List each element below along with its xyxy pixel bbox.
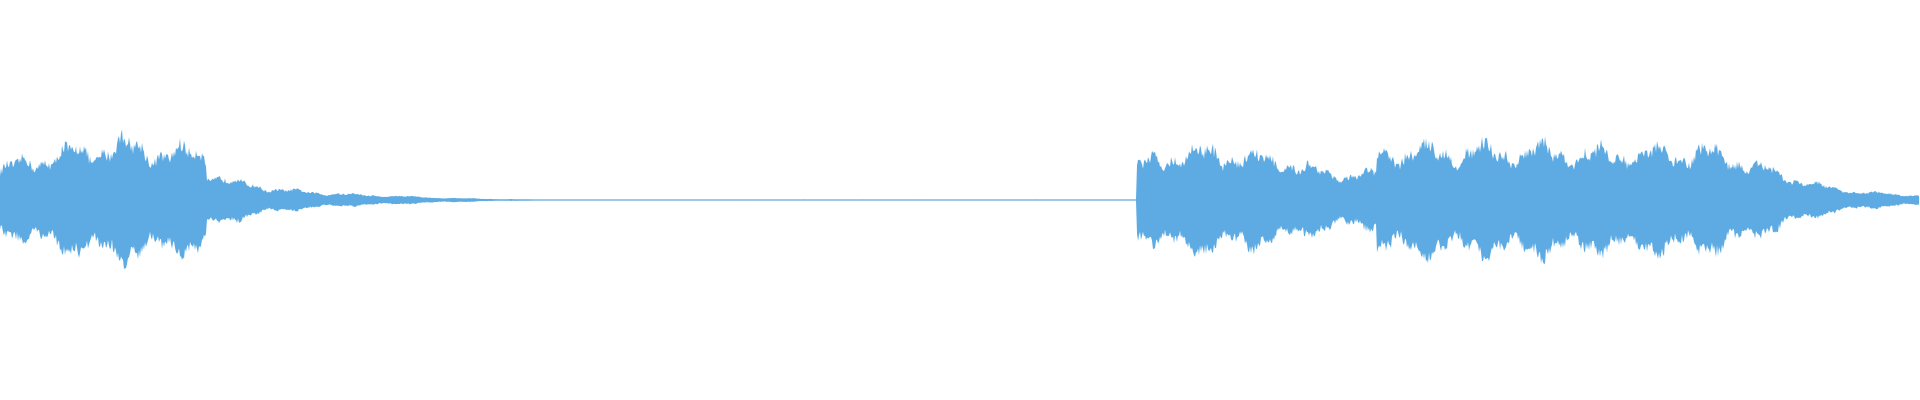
waveform-shape (0, 129, 1919, 270)
